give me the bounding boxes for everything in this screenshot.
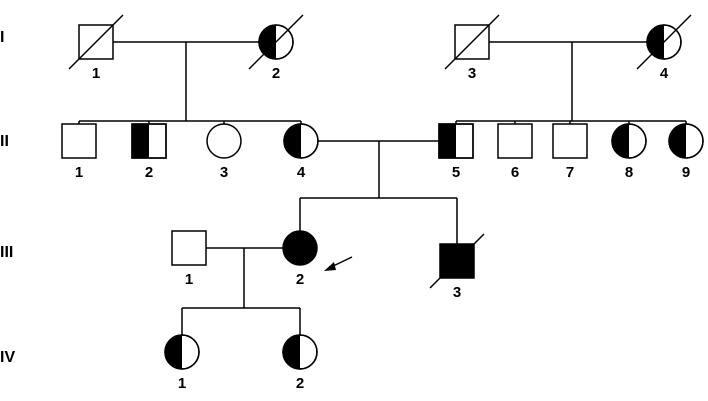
individual-II-4	[283, 123, 319, 159]
individual-III-3	[429, 233, 485, 289]
deceased-slash-I-2	[248, 14, 304, 70]
left-half-fill-II-8	[612, 124, 629, 158]
square-symbol-II-1	[61, 123, 97, 159]
individual-I-4	[636, 14, 692, 70]
individual-IV-2	[282, 334, 318, 370]
label-II-3: 3	[220, 164, 228, 181]
label-III-2: 2	[296, 271, 304, 288]
generation-label-II: II	[0, 133, 9, 150]
individual-II-7	[552, 123, 588, 159]
generation-label-III: III	[0, 244, 13, 261]
individual-II-3	[206, 123, 242, 159]
individual-IV-1	[164, 334, 200, 370]
individual-I-2	[248, 14, 304, 70]
label-IV-2: 2	[296, 375, 304, 392]
individuals	[61, 14, 704, 370]
individual-III-1	[171, 230, 207, 266]
label-II-9: 9	[682, 164, 690, 181]
generation-labels: I II III IV	[0, 29, 15, 366]
outline-II-8	[611, 123, 647, 159]
left-half-fill-II-2	[132, 124, 149, 158]
individual-II-9	[668, 123, 704, 159]
individual-II-1	[61, 123, 97, 159]
outline-IV-1	[164, 334, 200, 370]
individual-II-8	[611, 123, 647, 159]
outline-IV-2	[282, 334, 318, 370]
deceased-slash-III-3	[429, 233, 485, 289]
individual-I-1	[68, 14, 124, 70]
left-half-fill-IV-1	[165, 335, 182, 369]
left-half-fill-IV-2	[283, 335, 300, 369]
circle-symbol-II-3	[206, 123, 242, 159]
individual-II-5	[438, 123, 474, 159]
outline-I-2	[258, 24, 294, 60]
label-I-3: 3	[468, 65, 476, 82]
label-II-7: 7	[566, 164, 574, 181]
outline-II-2	[131, 123, 167, 159]
individual-labels: 1 2 3 4 1 2 3 4 5 6 7 8 9 1 2 3 1 2	[75, 65, 690, 392]
label-II-6: 6	[511, 164, 519, 181]
label-II-2: 2	[145, 164, 153, 181]
relationship-lines	[78, 41, 687, 335]
square-symbol-III-1	[171, 230, 207, 266]
proband-arrow-head	[324, 262, 336, 271]
label-I-1: 1	[92, 65, 100, 82]
generation-label-IV: IV	[0, 349, 15, 366]
label-II-5: 5	[452, 164, 460, 181]
label-III-3: 3	[453, 284, 461, 301]
deceased-slash-I-3	[444, 14, 500, 70]
left-half-fill-II-5	[439, 124, 456, 158]
individual-II-6	[497, 123, 533, 159]
left-half-fill-II-9	[669, 124, 686, 158]
label-II-4: 4	[297, 164, 306, 181]
label-II-8: 8	[625, 164, 633, 181]
label-II-1: 1	[75, 164, 83, 181]
square-symbol-II-7	[552, 123, 588, 159]
individual-II-2	[131, 123, 167, 159]
left-half-fill-I-2	[259, 25, 276, 59]
outline-I-4	[646, 24, 682, 60]
deceased-slash-I-4	[636, 14, 692, 70]
label-III-1: 1	[185, 271, 193, 288]
generation-label-I: I	[0, 29, 4, 46]
individual-I-3	[444, 14, 500, 70]
left-half-fill-II-4	[284, 124, 301, 158]
deceased-slash-I-1	[68, 14, 124, 70]
label-I-4: 4	[660, 65, 669, 82]
outline-II-9	[668, 123, 704, 159]
proband-arrow	[324, 256, 353, 271]
square-symbol-II-6	[497, 123, 533, 159]
individual-III-2	[282, 230, 318, 266]
outline-II-5	[438, 123, 474, 159]
left-half-fill-I-4	[647, 25, 664, 59]
outline-II-4	[283, 123, 319, 159]
label-I-2: 2	[272, 65, 280, 82]
circle-symbol-III-2	[282, 230, 318, 266]
label-IV-1: 1	[178, 375, 186, 392]
